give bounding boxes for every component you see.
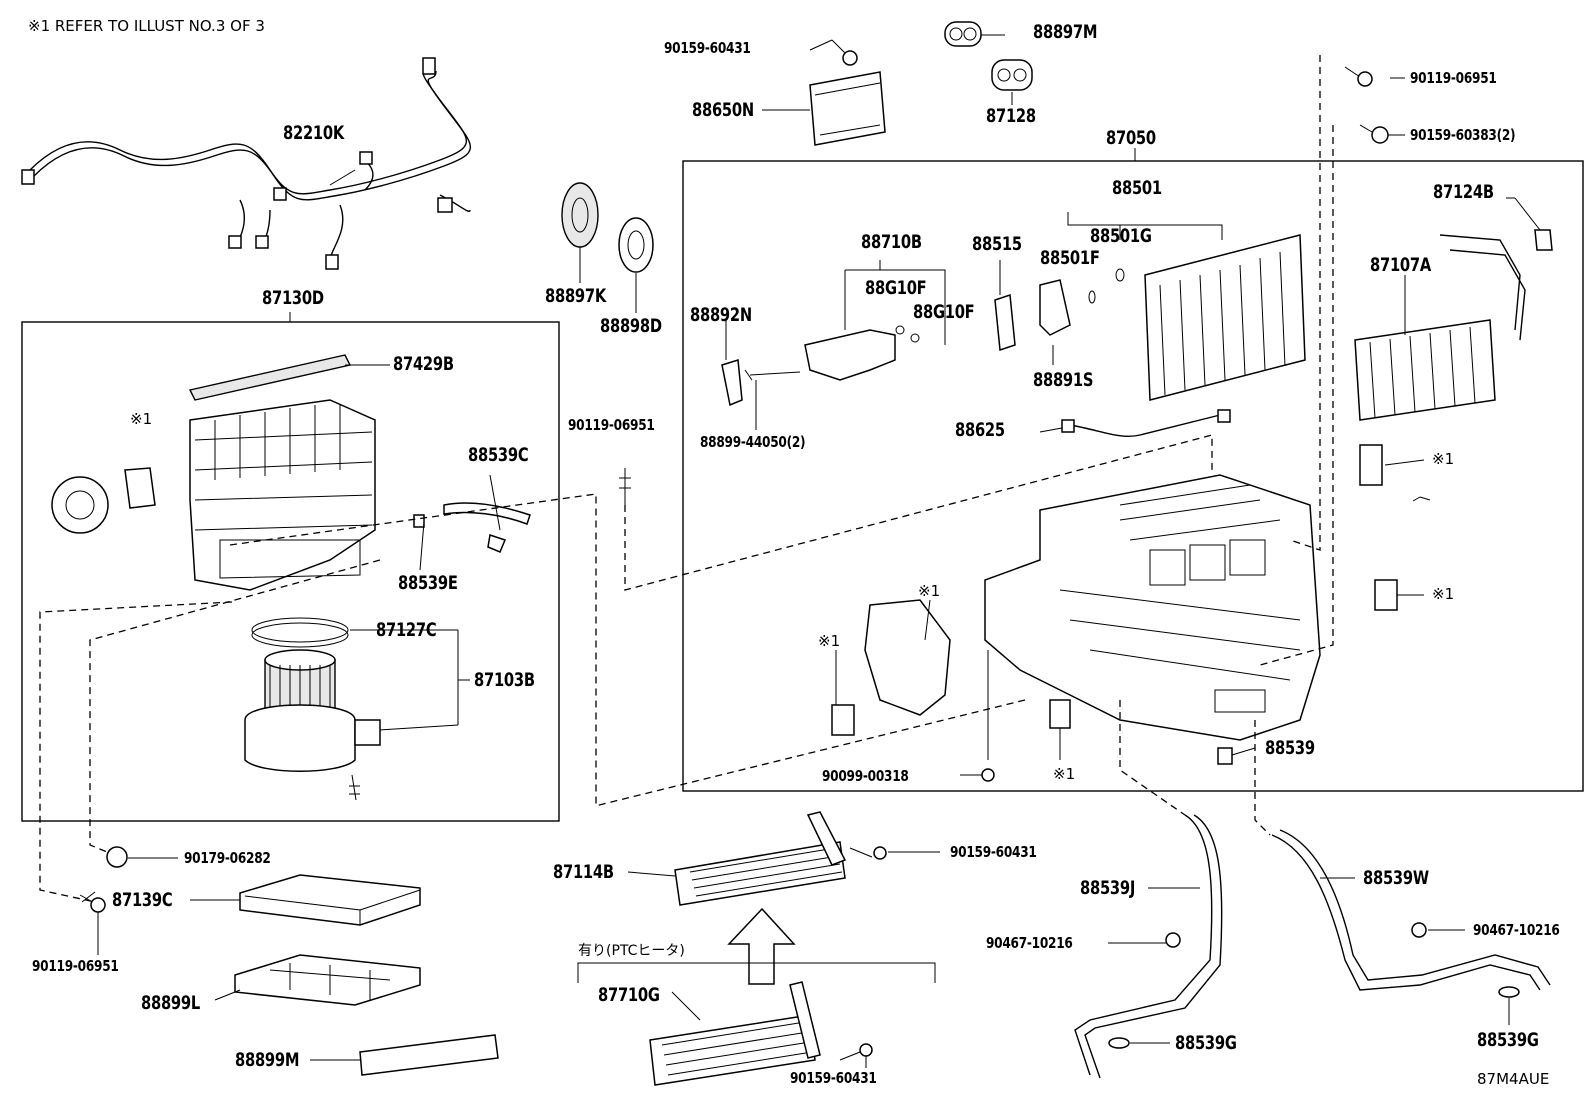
part-label-88G10F-a: 88G10F <box>865 277 927 299</box>
part-label-87127C: 87127C <box>376 619 437 641</box>
top-center-parts <box>561 21 1213 591</box>
part-label-88501F: 88501F <box>1040 247 1100 269</box>
part-label-88897K: 88897K <box>545 285 606 307</box>
part-label-88899-44050: 88899-44050(2) <box>700 433 806 451</box>
part-label-87130D: 87130D <box>262 287 324 309</box>
part-label-90119-06951-right: 90119-06951 <box>1410 69 1497 87</box>
part-label-90179-06282: 90179-06282 <box>184 849 271 867</box>
part-label-88898D: 88898D <box>600 315 662 337</box>
header-note: ※1 REFER TO ILLUST NO.3 OF 3 <box>28 17 265 35</box>
leader-lines <box>97 34 1541 1068</box>
part-label-88892N: 88892N <box>690 304 752 326</box>
part-label-90119-06951-left: 90119-06951 <box>32 957 119 975</box>
ptc-heater-label: 有り(PTCヒータ) <box>578 943 685 959</box>
part-label-87114B: 87114B <box>553 861 614 883</box>
part-label-88G10F-b: 88G10F <box>913 301 975 323</box>
part-label-88539W: 88539W <box>1363 867 1429 889</box>
part-label-87050: 87050 <box>1106 127 1156 149</box>
drain-pipes <box>1074 814 1551 1079</box>
part-label-90119-06951-center: 90119-06951 <box>568 416 655 434</box>
ref-marker-mid-2: ※1 <box>818 632 841 650</box>
part-label-87710G: 87710G <box>598 984 660 1006</box>
part-label-88899L: 88899L <box>141 992 200 1014</box>
part-label-88539J: 88539J <box>1080 877 1136 899</box>
part-label-88897M: 88897M <box>1033 21 1098 43</box>
ref-marker-mid-3: ※1 <box>1053 765 1076 783</box>
top-right-bolts <box>1344 66 1389 144</box>
part-label-87128: 87128 <box>986 105 1036 127</box>
part-label-90467-10216-a: 90467-10216 <box>986 934 1073 952</box>
part-label-87124B: 87124B <box>1433 181 1494 203</box>
part-label-88539G-b: 88539G <box>1477 1029 1539 1051</box>
part-label-88539: 88539 <box>1265 737 1315 759</box>
filters <box>79 846 499 1076</box>
part-label-87429B: 87429B <box>393 353 454 375</box>
part-label-88891S: 88891S <box>1033 369 1094 391</box>
ref-marker-right-2: ※1 <box>1432 585 1455 603</box>
part-label-87103B: 87103B <box>474 669 535 691</box>
hvac-unit-87050 <box>594 55 1553 836</box>
ref-marker-right-1: ※1 <box>1432 450 1455 468</box>
part-label-88710B: 88710B <box>861 231 922 253</box>
ref-marker-mid-1: ※1 <box>918 582 941 600</box>
part-label-90467-10216-b: 90467-10216 <box>1473 921 1560 939</box>
part-label-88539E: 88539E <box>398 572 458 594</box>
part-label-88501G: 88501G <box>1090 225 1152 247</box>
part-label-88899M: 88899M <box>235 1049 300 1071</box>
wire-harness-82210K <box>21 57 472 270</box>
part-label-90159-60383: 90159-60383(2) <box>1410 126 1516 144</box>
group-box-87050 <box>682 160 1584 792</box>
part-label-88501: 88501 <box>1112 177 1162 199</box>
diagram-code: 87M4AUE <box>1477 1070 1550 1088</box>
part-label-87107A: 87107A <box>1370 254 1431 276</box>
part-label-88539C: 88539C <box>468 444 529 466</box>
part-label-87139C: 87139C <box>112 889 173 911</box>
part-label-88515: 88515 <box>972 233 1022 255</box>
blower-case-87130D <box>39 354 597 903</box>
part-label-88650N: 88650N <box>692 99 754 121</box>
part-label-88539G-a: 88539G <box>1175 1032 1237 1054</box>
part-label-88625: 88625 <box>955 419 1005 441</box>
part-label-90159-60431-top: 90159-60431 <box>664 39 751 57</box>
ptc-heaters <box>577 811 936 1086</box>
part-label-90159-60431-mid: 90159-60431 <box>950 843 1037 861</box>
ref-marker: ※1 <box>130 410 153 428</box>
part-label-82210K: 82210K <box>283 122 344 144</box>
part-label-90099-00318: 90099-00318 <box>822 767 909 785</box>
part-label-90159-60431-bottom: 90159-60431 <box>790 1069 877 1087</box>
